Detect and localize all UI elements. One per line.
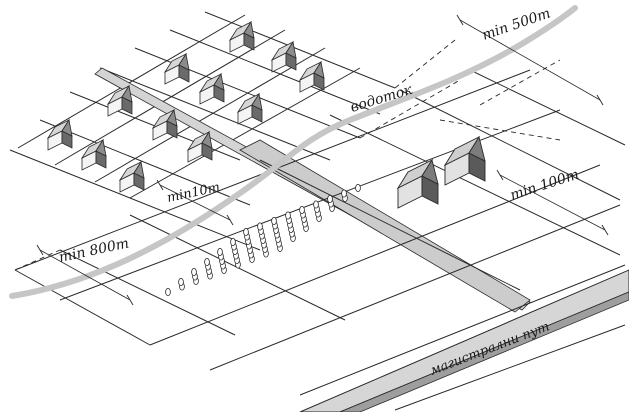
house-icon xyxy=(119,161,145,193)
house-icon xyxy=(299,61,325,93)
crop-plant-icon xyxy=(299,205,305,214)
crop-plant-icon xyxy=(178,277,184,286)
crop-plant-icon xyxy=(355,183,361,192)
label-min-500m: min 500m xyxy=(480,5,553,43)
house-icon xyxy=(164,53,190,85)
crop-plant-icon xyxy=(257,222,263,231)
crop-plant-icon xyxy=(285,211,291,220)
crop-plant-icon xyxy=(341,189,347,198)
crop-plant-icon xyxy=(327,194,333,203)
crop-plant-icon xyxy=(204,257,210,266)
house-icon xyxy=(444,136,486,186)
crop-plant-icon xyxy=(271,216,277,225)
house-icon xyxy=(81,139,107,171)
access-road xyxy=(94,67,531,313)
dimension-lines xyxy=(14,14,609,306)
house-icon xyxy=(397,159,439,209)
crop-plant-icon xyxy=(217,247,223,256)
house-icon xyxy=(271,41,297,73)
house-icon xyxy=(199,73,225,105)
crop-plant-icon xyxy=(165,287,171,296)
house-icon xyxy=(237,93,263,125)
main-road xyxy=(299,269,629,412)
house-icon xyxy=(229,21,255,53)
crop-plant-icon xyxy=(191,267,197,276)
farm-house-icons xyxy=(397,136,486,209)
crop-plant-icon xyxy=(230,237,236,246)
residential-plot-grid xyxy=(9,11,396,251)
field-grid xyxy=(14,69,626,411)
house-icon xyxy=(152,109,178,141)
crop-plant-icon xyxy=(313,200,319,209)
watercourse-stream xyxy=(9,5,578,299)
house-icon xyxy=(187,131,213,163)
crop-field xyxy=(165,183,361,296)
crop-plant-icon xyxy=(243,227,249,236)
